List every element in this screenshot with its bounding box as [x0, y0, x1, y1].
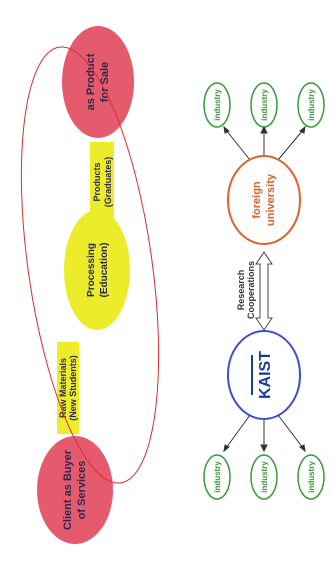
highlight-outline-ellipse [20, 46, 160, 484]
industry-label: industry [307, 89, 316, 121]
research-cooperation-arrow: Research Cooperations [236, 251, 273, 331]
processing-line1: Processing [86, 243, 97, 297]
client-node: Client as Buyer of Services [37, 436, 113, 544]
raw-materials-line2: (New Students) [68, 355, 78, 421]
products-label: Products (Graduates) [90, 142, 114, 222]
industry-node-bottom-1: industry [203, 454, 231, 500]
product-node: as Product for Sale [62, 26, 134, 138]
industry-node-bottom-3: industry [297, 454, 325, 500]
research-line1: Research [236, 270, 246, 311]
industry-label: industry [260, 89, 269, 121]
industry-label: industry [213, 461, 222, 493]
foreign-line2: university [265, 173, 277, 226]
industry-node-top-1: industry [203, 82, 231, 128]
industry-node-bottom-2: industry [250, 454, 278, 500]
raw-materials-label: Raw Materials (New Students) [57, 342, 79, 434]
foreign-line1: foreign [251, 181, 263, 219]
industry-node-top-3: industry [297, 82, 325, 128]
research-line2: Cooperations [246, 261, 256, 319]
raw-materials-line1: Raw Materials [58, 358, 68, 418]
client-node-line2: of Services [76, 461, 88, 520]
products-line1: Products [92, 162, 102, 201]
client-node-line1: Client as Buyer [62, 449, 74, 530]
arrows-to-bottom-industries [223, 414, 306, 453]
industry-label: industry [260, 461, 269, 493]
kaist-logo: KAIST [251, 351, 274, 399]
foreign-university-node: foreign university [227, 155, 301, 245]
kaist-node: KAIST [227, 330, 301, 420]
industry-label: industry [307, 461, 316, 493]
industry-label: industry [213, 89, 222, 121]
processing-line2: (Education) [99, 243, 110, 298]
product-node-line1: as Product [85, 53, 97, 110]
products-line2: (Graduates) [103, 157, 113, 208]
processing-node: Processing (Education) [64, 210, 130, 330]
arrows-to-top-industries [223, 125, 306, 161]
svg-text:KAIST: KAIST [257, 351, 274, 399]
industry-node-top-2: industry [250, 82, 278, 128]
product-node-line2: for Sale [99, 62, 111, 102]
